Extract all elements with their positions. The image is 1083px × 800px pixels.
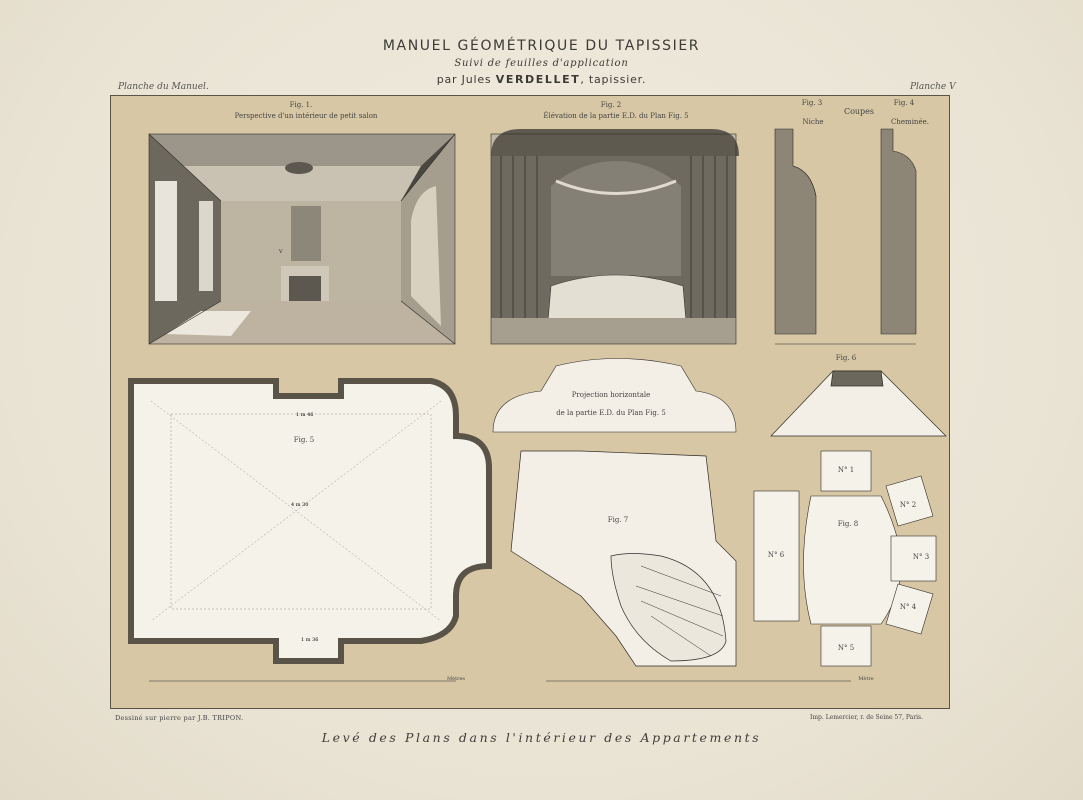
projection-horizontale <box>492 358 737 433</box>
fig5-label: Fig. 5 <box>293 436 315 444</box>
room-6: N° 6 <box>767 551 785 559</box>
printer-credit: Imp. Lemercier, r. de Seine 57, Paris. <box>810 714 924 721</box>
room-4: N° 4 <box>899 603 917 611</box>
fig8-plan <box>753 450 937 667</box>
fig2-elevation <box>490 129 739 345</box>
author-suffix: , tapissier. <box>580 73 647 86</box>
room-2: N° 2 <box>899 501 917 509</box>
fig2-number: Fig. 2 <box>600 101 622 109</box>
svg-text:1 m 46: 1 m 46 <box>296 412 313 418</box>
page-subtitle: Suivi de feuilles d'application <box>454 58 629 69</box>
fig8-label: Fig. 8 <box>837 520 859 528</box>
fig1-perspective: V <box>148 133 456 345</box>
fig6-triangle <box>770 370 947 437</box>
plate-title: Levé des Plans dans l'intérieur des Appa… <box>321 730 762 745</box>
room-1: N° 1 <box>837 466 855 474</box>
projection-line1: Projection horizontale <box>571 391 651 399</box>
fig1-number: Fig. 1. <box>289 101 313 109</box>
niche-label: Niche <box>802 118 824 126</box>
plate-drawings: V <box>128 128 947 682</box>
fig7-label: Fig. 7 <box>607 516 629 524</box>
scale-label-a: Mètres <box>446 676 465 682</box>
svg-text:V: V <box>278 249 283 255</box>
fig1-caption: Perspective d'un intérieur de petit salo… <box>234 112 378 120</box>
plate-left-label: Planche du Manuel. <box>118 82 209 92</box>
page-title: MANUEL GÉOMÉTRIQUE DU TAPISSIER <box>382 38 701 54</box>
plate-area: V <box>110 95 950 709</box>
lithographer-credit: Dessiné sur pierre par J.B. TRIPON. <box>115 714 244 722</box>
svg-text:4 m 30: 4 m 30 <box>291 502 308 508</box>
author-prefix: par Jules <box>436 73 492 86</box>
room-3: N° 3 <box>912 553 930 561</box>
fig3-4-coupes <box>774 128 917 345</box>
svg-text:1 m 36: 1 m 36 <box>301 637 318 643</box>
scale-label-b: Mètre <box>858 676 874 682</box>
fig2-caption: Élévation de la partie E.D. du Plan Fig.… <box>543 112 689 120</box>
fig7-staircase <box>510 450 737 667</box>
fig3-number: Fig. 3 <box>801 99 823 107</box>
plate-number: Planche V <box>910 82 956 92</box>
cheminee-label: Cheminée. <box>891 118 929 126</box>
fig5-plan: 1 m 46 4 m 30 1 m 36 <box>128 378 492 664</box>
room-5: N° 5 <box>837 644 855 652</box>
fig4-number: Fig. 4 <box>893 99 915 107</box>
author-name: VERDELLET <box>495 73 581 86</box>
fig6-label: Fig. 6 <box>835 354 857 362</box>
author-line: par Jules VERDELLET, tapissier. <box>0 73 1083 86</box>
coupes-label: Coupes <box>843 107 875 116</box>
projection-line2: de la partie E.D. du Plan Fig. 5 <box>556 409 666 417</box>
